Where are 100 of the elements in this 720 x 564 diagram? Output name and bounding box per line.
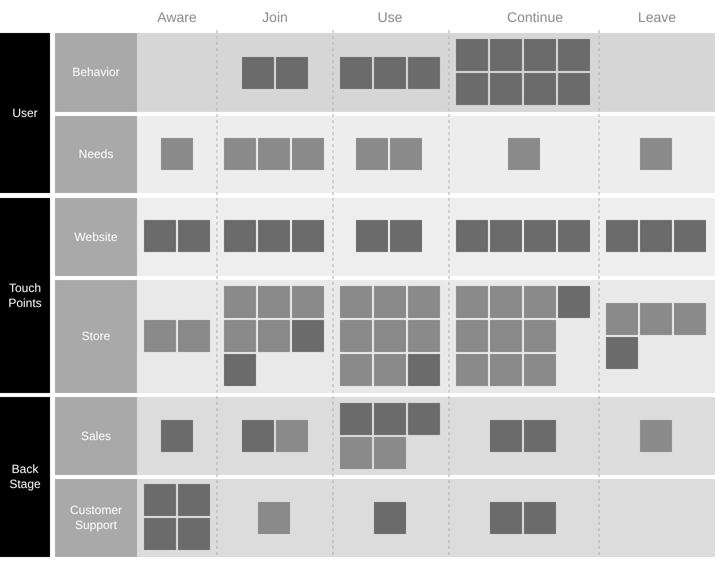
sticky-note bbox=[224, 354, 256, 386]
row-header: Customer Support bbox=[55, 479, 137, 557]
sticky-note bbox=[606, 220, 638, 252]
stage-column-heading: Leave bbox=[638, 8, 676, 27]
sticky-note bbox=[374, 403, 406, 435]
swimlane-band bbox=[55, 33, 715, 112]
sticky-note bbox=[524, 502, 556, 534]
sticky-note bbox=[374, 286, 406, 318]
stage-column-heading: Continue bbox=[506, 8, 564, 27]
sticky-note bbox=[640, 420, 672, 452]
sticky-note bbox=[640, 220, 672, 252]
sticky-note bbox=[242, 57, 274, 89]
sticky-note bbox=[456, 220, 488, 252]
sticky-note bbox=[340, 403, 372, 435]
sticky-note bbox=[456, 286, 488, 318]
sticky-note bbox=[524, 220, 556, 252]
sticky-note bbox=[258, 220, 290, 252]
sticky-note bbox=[144, 518, 176, 550]
sticky-note bbox=[674, 220, 706, 252]
sticky-note bbox=[292, 286, 324, 318]
stage-column-heading: Use bbox=[378, 8, 402, 27]
sticky-note bbox=[408, 403, 440, 435]
sticky-note bbox=[508, 138, 540, 170]
sticky-note bbox=[456, 73, 488, 105]
sticky-note bbox=[161, 420, 193, 452]
sticky-note bbox=[490, 39, 522, 71]
sticky-note bbox=[224, 320, 256, 352]
sticky-note bbox=[242, 420, 274, 452]
sticky-note bbox=[292, 220, 324, 252]
sticky-note bbox=[408, 320, 440, 352]
sticky-note bbox=[456, 39, 488, 71]
sticky-note bbox=[292, 138, 324, 170]
row-header: Sales bbox=[55, 397, 137, 475]
stage-header: Back Stage bbox=[0, 397, 50, 557]
sticky-note bbox=[524, 73, 556, 105]
row-header: Needs bbox=[55, 116, 137, 193]
sticky-note bbox=[340, 286, 372, 318]
sticky-note bbox=[640, 303, 672, 335]
sticky-note bbox=[490, 502, 522, 534]
sticky-note bbox=[276, 57, 308, 89]
sticky-note bbox=[524, 420, 556, 452]
stage-column-heading: Aware bbox=[157, 8, 197, 27]
sticky-note bbox=[640, 138, 672, 170]
sticky-note bbox=[606, 303, 638, 335]
sticky-note bbox=[674, 303, 706, 335]
sticky-note bbox=[356, 138, 388, 170]
sticky-note bbox=[178, 484, 210, 516]
sticky-note bbox=[144, 484, 176, 516]
sticky-note bbox=[340, 354, 372, 386]
sticky-note bbox=[408, 57, 440, 89]
row-header: Store bbox=[55, 280, 137, 393]
sticky-note bbox=[178, 320, 210, 352]
sticky-note bbox=[558, 286, 590, 318]
sticky-note bbox=[390, 138, 422, 170]
sticky-note bbox=[340, 57, 372, 89]
sticky-note bbox=[558, 220, 590, 252]
sticky-note bbox=[606, 337, 638, 369]
sticky-note bbox=[490, 220, 522, 252]
sticky-note bbox=[490, 286, 522, 318]
sticky-note bbox=[161, 138, 193, 170]
stage-header: User bbox=[0, 33, 50, 193]
sticky-note bbox=[224, 220, 256, 252]
swimlane-band bbox=[55, 397, 715, 475]
sticky-note bbox=[356, 220, 388, 252]
sticky-note bbox=[390, 220, 422, 252]
sticky-note bbox=[144, 320, 176, 352]
sticky-note bbox=[374, 57, 406, 89]
sticky-note bbox=[490, 320, 522, 352]
sticky-note bbox=[524, 320, 556, 352]
row-header: Website bbox=[55, 198, 137, 276]
sticky-note bbox=[178, 220, 210, 252]
swimlane-band bbox=[55, 116, 715, 193]
sticky-note bbox=[408, 286, 440, 318]
sticky-note bbox=[258, 320, 290, 352]
sticky-note bbox=[490, 73, 522, 105]
sticky-note bbox=[292, 320, 324, 352]
swimlane-band bbox=[55, 280, 715, 393]
sticky-note bbox=[524, 39, 556, 71]
sticky-note bbox=[374, 437, 406, 469]
sticky-note bbox=[374, 320, 406, 352]
sticky-note bbox=[456, 354, 488, 386]
sticky-note bbox=[374, 502, 406, 534]
sticky-note bbox=[258, 138, 290, 170]
sticky-note bbox=[178, 518, 210, 550]
sticky-note bbox=[224, 138, 256, 170]
row-header: Behavior bbox=[55, 33, 137, 112]
sticky-note bbox=[490, 420, 522, 452]
sticky-note bbox=[456, 320, 488, 352]
sticky-note bbox=[524, 354, 556, 386]
sticky-note bbox=[258, 502, 290, 534]
sticky-note bbox=[340, 320, 372, 352]
sticky-note bbox=[258, 286, 290, 318]
sticky-note bbox=[224, 286, 256, 318]
sticky-note bbox=[490, 354, 522, 386]
stage-header: Touch Points bbox=[0, 198, 50, 393]
swimlane-band bbox=[55, 479, 715, 557]
sticky-note bbox=[408, 354, 440, 386]
sticky-note bbox=[558, 39, 590, 71]
stage-column-heading: Join bbox=[262, 8, 288, 27]
sticky-note bbox=[340, 437, 372, 469]
